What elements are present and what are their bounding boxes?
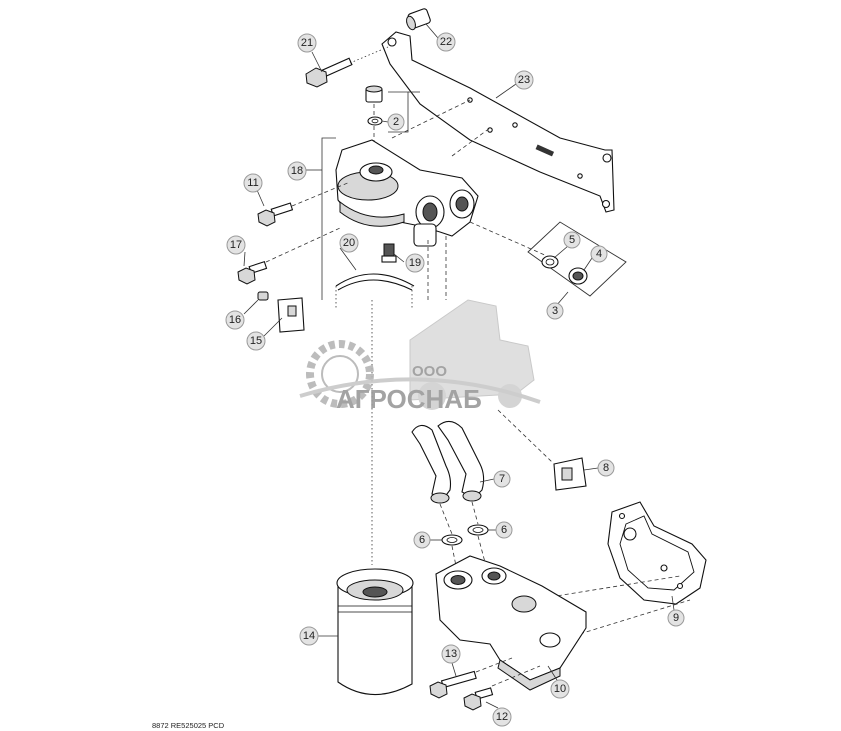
svg-text:7: 7 [499, 473, 505, 485]
svg-text:13: 13 [445, 648, 457, 660]
svg-text:9: 9 [673, 612, 679, 624]
callout-22: 22 [436, 32, 456, 52]
callout-4: 4 [590, 245, 608, 263]
clip-8-part [553, 457, 587, 491]
plug-part [365, 85, 383, 103]
callout-14: 14 [299, 626, 319, 646]
callout-2: 2 [387, 113, 405, 131]
svg-text:2: 2 [393, 116, 399, 128]
callout-9: 9 [667, 609, 685, 627]
callout-23: 23 [514, 70, 534, 90]
svg-text:21: 21 [301, 37, 313, 49]
svg-text:6: 6 [501, 524, 507, 536]
svg-text:23: 23 [518, 74, 530, 86]
svg-text:18: 18 [291, 165, 303, 177]
spacer-sleeve-part [406, 8, 431, 31]
drawing-code-label: 8872 RE525025 PCD [152, 721, 225, 730]
callout-13: 13 [441, 644, 461, 664]
svg-text:14: 14 [303, 630, 315, 642]
callout-group: 21 22 23 2 18 11 20 19 17 5 4 3 16 15 7 … [225, 32, 685, 727]
svg-text:20: 20 [343, 237, 355, 249]
callout-18: 18 [287, 161, 307, 181]
callout-5: 5 [563, 231, 581, 249]
callout-19: 19 [405, 253, 425, 273]
watermark-company-name: АГРОСНАБ [336, 384, 482, 414]
svg-text:17: 17 [230, 239, 242, 251]
bolt-12-part [463, 687, 494, 711]
tube-pair-part [411, 420, 485, 504]
svg-text:6: 6 [419, 534, 425, 546]
callout-15: 15 [246, 331, 266, 351]
callout-17: 17 [226, 235, 246, 255]
callout-7: 7 [493, 470, 511, 488]
bolt-13-part [429, 670, 477, 699]
callout-20: 20 [339, 233, 359, 253]
callout-11: 11 [243, 173, 263, 193]
svg-text:15: 15 [250, 335, 262, 347]
svg-text:22: 22 [440, 36, 452, 48]
svg-text:4: 4 [596, 248, 602, 260]
callout-3: 3 [546, 302, 564, 320]
washer-2-part [367, 116, 383, 126]
clip-16-part [257, 291, 269, 301]
o-ring-part [441, 524, 489, 546]
watermark-prefix: ООО [412, 363, 447, 380]
svg-text:19: 19 [409, 257, 421, 269]
seal-ring-part [335, 273, 415, 291]
callout-12: 12 [492, 707, 512, 727]
bolt-17-part [237, 261, 268, 285]
svg-text:10: 10 [554, 683, 566, 695]
svg-text:12: 12 [496, 711, 508, 723]
callout-6-left: 6 [413, 531, 431, 549]
svg-text:11: 11 [247, 177, 258, 189]
watermark-logo: ООО АГРОСНАБ [299, 299, 541, 414]
filter-base-part [435, 555, 587, 691]
callout-10: 10 [550, 679, 570, 699]
bracket-15-part [277, 297, 305, 333]
bolt-21-part [305, 57, 353, 88]
callout-6-right: 6 [495, 521, 513, 539]
svg-text:3: 3 [552, 305, 558, 317]
filter-head-part [335, 139, 479, 247]
filter-cartridge-part [336, 568, 414, 696]
callout-16: 16 [225, 310, 245, 330]
svg-text:8: 8 [603, 462, 609, 474]
coupling-assembly-part [527, 221, 627, 297]
gasket-part [607, 501, 707, 605]
bolt-11-part [257, 202, 294, 227]
sensor-part [381, 243, 397, 263]
svg-text:16: 16 [229, 314, 241, 326]
callout-21: 21 [297, 33, 317, 53]
callout-8: 8 [597, 459, 615, 477]
svg-text:5: 5 [569, 234, 575, 246]
